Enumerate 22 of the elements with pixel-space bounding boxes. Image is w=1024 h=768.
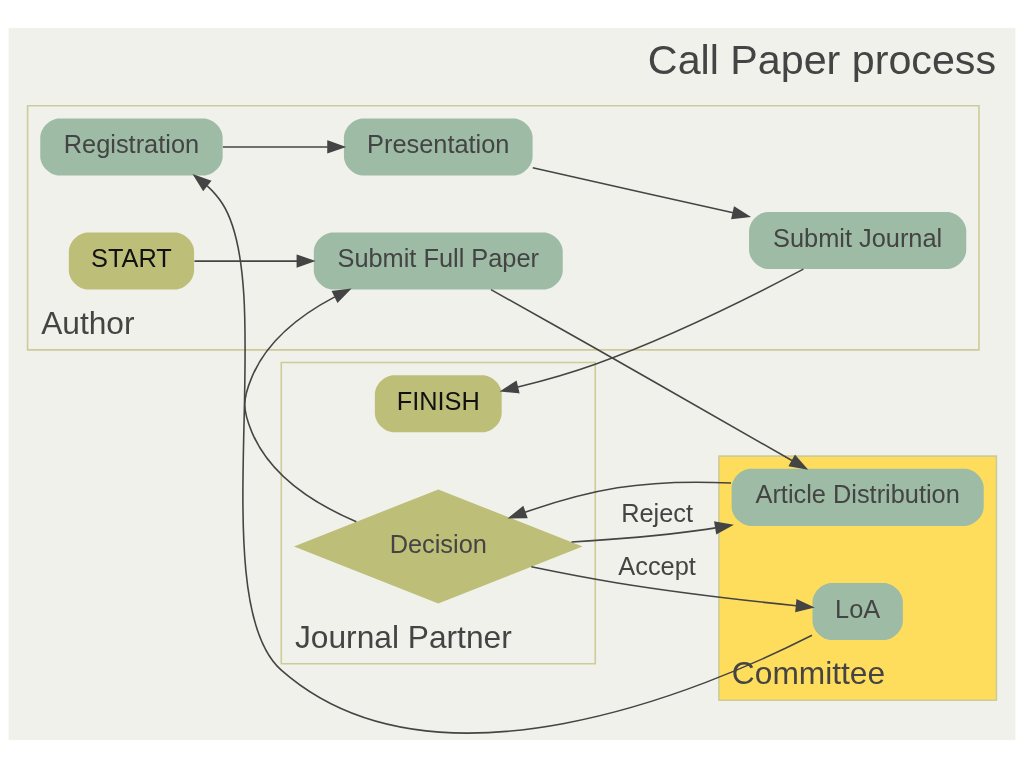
node-box: FINISH <box>374 375 502 433</box>
arrow <box>531 167 752 220</box>
edge-label: Reject <box>621 499 694 528</box>
arrow <box>499 268 805 394</box>
arrow <box>507 481 732 519</box>
node-box: Submit Journal <box>749 211 967 269</box>
arrow <box>490 288 809 470</box>
arrow <box>570 521 734 543</box>
arrow <box>193 254 316 268</box>
node-diamond: Decision <box>294 489 583 604</box>
arrow <box>222 140 347 154</box>
node-box: START <box>68 232 195 290</box>
node-box: Article Distribution <box>731 468 984 526</box>
arrow <box>192 174 813 734</box>
arrow <box>530 566 815 613</box>
edge-label: Accept <box>618 551 696 580</box>
node-box: LoA <box>812 582 903 641</box>
arrow <box>243 288 358 523</box>
node-box: Submit Full Paper <box>313 232 563 290</box>
node-box: Presentation <box>343 118 533 176</box>
diagram-title: Call Paper process <box>647 36 997 83</box>
node-box: Registration <box>40 118 223 176</box>
